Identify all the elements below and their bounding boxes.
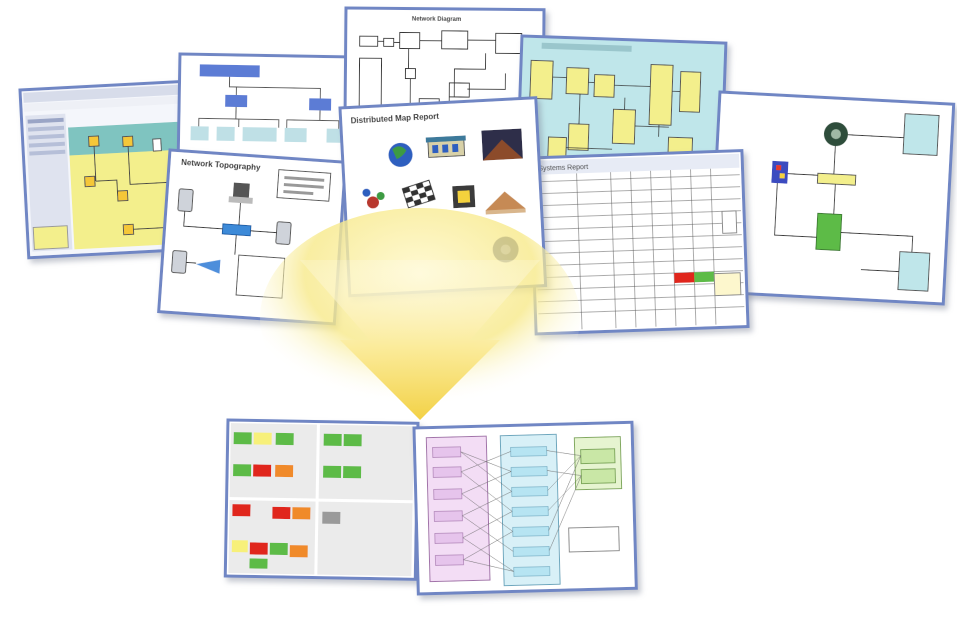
report-table-thumbnail: Systems Report [528, 149, 750, 336]
workstation-icon [232, 182, 250, 198]
down-arrow-icon [300, 260, 540, 420]
chip-icon [452, 185, 476, 209]
mapping-diagram-thumbnail [412, 420, 638, 596]
server-icon [177, 188, 194, 213]
data-flow-thumbnail [707, 90, 956, 306]
dashboard-thumbnail [223, 418, 420, 581]
switch-icon [221, 223, 252, 237]
chess-board-icon [401, 179, 436, 209]
network-diagram-thumbnail: Network Diagram [343, 6, 546, 124]
mountain-icon [481, 128, 523, 161]
building-icon [425, 135, 466, 158]
funnel-arrow-icon [196, 259, 221, 274]
report-heading: Systems Report [538, 164, 588, 173]
network-diagram-heading: Network Diagram [412, 17, 461, 23]
